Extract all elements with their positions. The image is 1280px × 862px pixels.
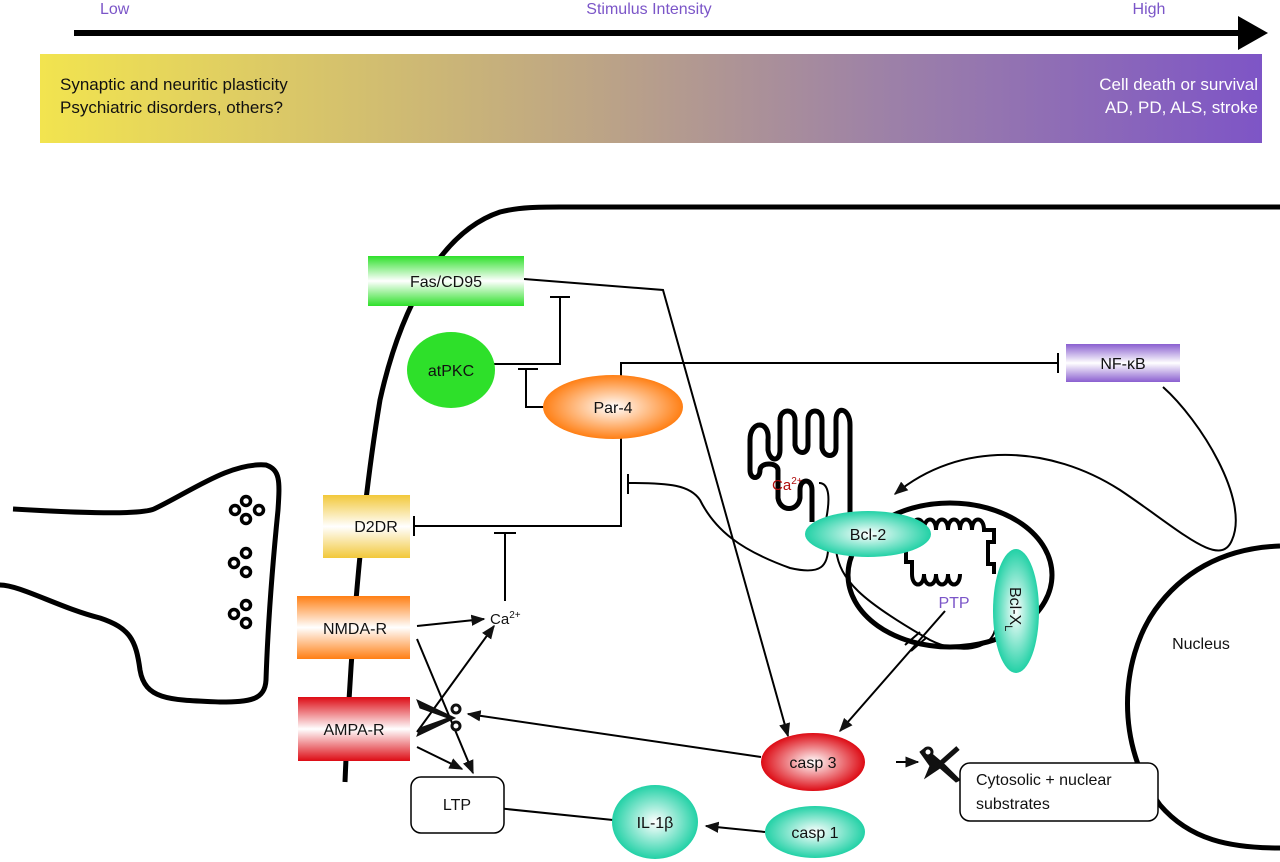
edge-ampa-to-ltp xyxy=(416,746,464,770)
svg-text:LTP: LTP xyxy=(443,797,471,814)
node-bcl2[interactable]: Bcl-2 xyxy=(805,511,931,557)
svg-text:casp 3: casp 3 xyxy=(789,755,836,772)
edge-fas-to-casp3 xyxy=(523,278,790,738)
intensity-gradient-band xyxy=(40,54,1262,143)
svg-text:Cytosolic + nuclear: Cytosolic + nuclear xyxy=(976,772,1112,789)
ptp-label: PTP xyxy=(938,595,969,612)
axis-high-label: High xyxy=(1133,1,1166,18)
edge-par4-atpkc xyxy=(525,369,545,408)
svg-text:Bcl-2: Bcl-2 xyxy=(850,527,887,544)
synaptic-vesicles-icon xyxy=(227,494,266,630)
svg-text:IL-1β: IL-1β xyxy=(637,815,674,832)
axis-arrow-shaft xyxy=(74,30,1244,36)
edge-par4-inhibits-d2dr xyxy=(415,432,622,527)
edge-ptp-break-marks xyxy=(904,631,927,652)
edge-ampa-to-calcium xyxy=(416,624,495,733)
edge-ptp-to-casp3 xyxy=(839,610,946,733)
node-atpkc[interactable]: atPKC xyxy=(407,332,495,408)
node-substrates[interactable]: Cytosolic + nuclear substrates xyxy=(959,762,1159,822)
node-il1b[interactable]: IL-1β xyxy=(612,785,698,859)
svg-text:substrates: substrates xyxy=(976,796,1050,813)
node-nmda-r[interactable]: NMDA-R xyxy=(297,596,410,659)
edge-casp3-cleaves-ampa xyxy=(466,710,762,758)
band-right-line2: AD, PD, ALS, stroke xyxy=(1105,98,1258,117)
svg-text:Par-4: Par-4 xyxy=(593,400,632,417)
svg-text:D2DR: D2DR xyxy=(354,519,398,536)
scissors-icon-ampa xyxy=(416,699,462,737)
svg-text:NF-κB: NF-κB xyxy=(1100,356,1145,373)
axis-title: Stimulus Intensity xyxy=(586,1,711,18)
nucleus-envelope xyxy=(1125,543,1280,851)
edge-nfkb-to-bcl2 xyxy=(893,386,1237,552)
node-par4[interactable]: Par-4 xyxy=(543,375,683,439)
node-bcl-xl[interactable]: Bcl-XL xyxy=(993,549,1039,673)
svg-text:casp 1: casp 1 xyxy=(791,825,838,842)
node-nfkb[interactable]: NF-κB xyxy=(1066,344,1180,382)
edge-er-calcium xyxy=(818,482,830,521)
edge-atpkc-inhibits-fas xyxy=(490,297,561,365)
node-casp3[interactable]: casp 3 xyxy=(761,733,865,791)
edge-bcl2-inhibits-par4 xyxy=(627,482,830,572)
svg-text:NMDA-R: NMDA-R xyxy=(323,621,387,638)
scissors-icon-substrates xyxy=(919,746,961,783)
svg-text:AMPA-R: AMPA-R xyxy=(323,722,384,739)
nucleus-label: Nucleus xyxy=(1172,636,1230,653)
er-calcium-label: Ca2+ xyxy=(772,476,803,494)
svg-text:Fas/CD95: Fas/CD95 xyxy=(410,274,482,291)
node-casp1[interactable]: casp 1 xyxy=(765,806,865,858)
node-ampa-r[interactable]: AMPA-R xyxy=(298,697,410,761)
svg-text:Bcl-XL: Bcl-XL xyxy=(1002,587,1023,631)
node-ltp[interactable]: LTP xyxy=(410,776,505,834)
axis-low-label: Low xyxy=(100,1,130,18)
svg-text:atPKC: atPKC xyxy=(428,363,474,380)
band-left-line1: Synaptic and neuritic plasticity xyxy=(60,75,288,94)
node-d2dr[interactable]: D2DR xyxy=(323,495,410,558)
edge-casp1-to-il1b xyxy=(704,821,766,833)
edge-nmda-to-calcium xyxy=(416,614,486,627)
node-fas-cd95[interactable]: Fas/CD95 xyxy=(368,256,524,306)
edge-nmda-to-ltp xyxy=(416,638,474,775)
band-right-line1: Cell death or survival xyxy=(1099,75,1258,94)
edge-bcl2-ptp xyxy=(835,549,996,650)
presynaptic-terminal xyxy=(0,462,282,705)
cytosolic-calcium-label: Ca2+ xyxy=(490,610,521,628)
band-left-line2: Psychiatric disorders, others? xyxy=(60,98,283,117)
axis-arrowhead-icon xyxy=(1238,16,1268,50)
endoplasmic-reticulum xyxy=(747,408,853,544)
edge-par4-inhibits-nfkb xyxy=(620,362,1058,381)
